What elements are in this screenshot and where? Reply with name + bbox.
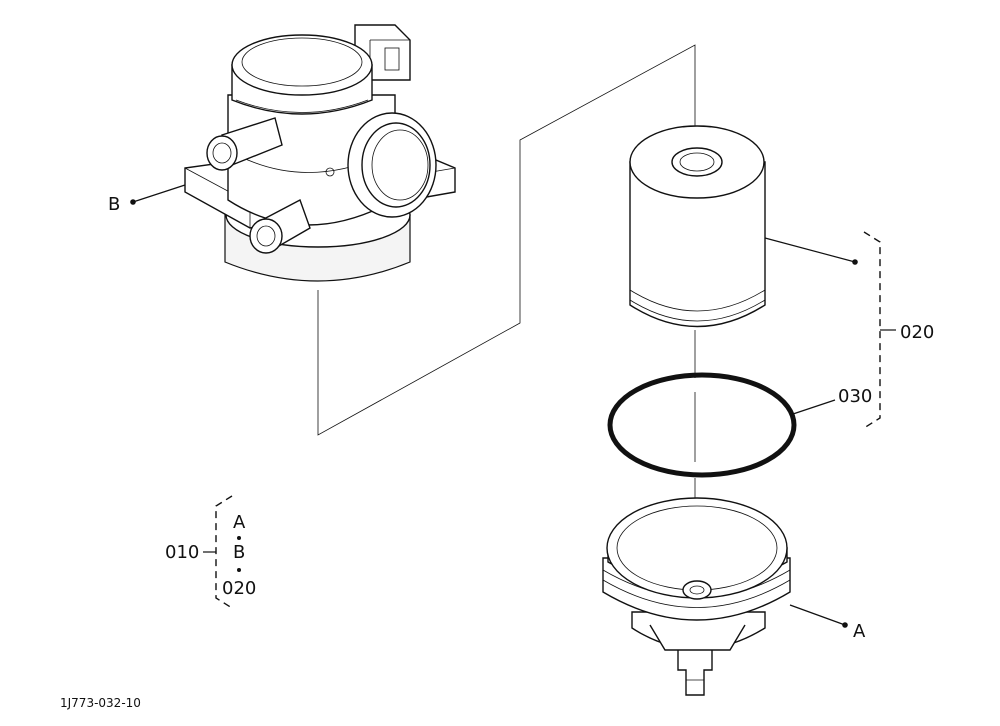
callout-b-head: B [108, 184, 186, 215]
filter-head-body [184, 24, 456, 282]
callout-020-filter [764, 237, 858, 265]
legend-010: 010 A B 020 [165, 495, 256, 609]
drawing-number: 1J773-032-10 [60, 696, 141, 710]
label-a: A [853, 621, 866, 642]
label-030: 030 [838, 386, 872, 407]
label-020: 020 [900, 322, 934, 343]
legend-item-020: 020 [222, 578, 256, 599]
bracket-020: 020 [863, 231, 934, 429]
label-b: B [108, 194, 120, 215]
o-ring-030 [607, 372, 797, 478]
callout-030-oring: 030 [789, 386, 872, 416]
label-010: 010 [165, 542, 199, 563]
filter-bowl [602, 497, 791, 696]
callout-a-bowl: A [789, 604, 866, 642]
legend-item-a: A [233, 512, 246, 533]
filter-element [629, 125, 766, 328]
assembly-center-line [317, 44, 696, 436]
legend-item-b: B [233, 542, 245, 563]
